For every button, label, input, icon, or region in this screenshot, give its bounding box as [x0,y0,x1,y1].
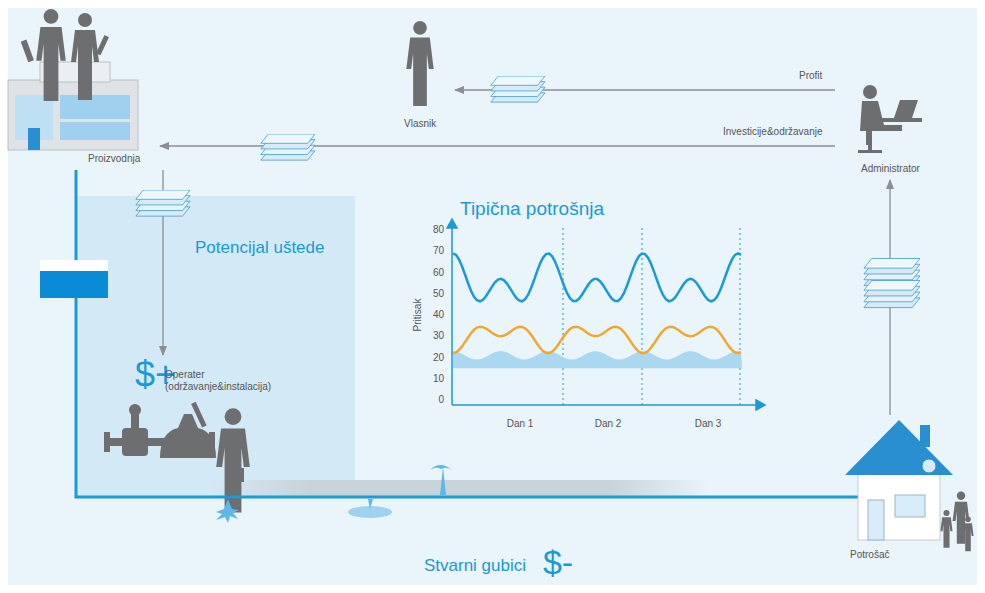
tick-label: 0 [438,394,444,406]
node-sublabel: Operater (održavanje&instalacija) [165,369,283,393]
day-label: Dan 3 [695,418,722,430]
edge-label: Investicije&održavanje [723,126,823,138]
day-label: Dan 1 [507,418,534,430]
day-label: Dan 2 [595,418,622,430]
leaks [216,465,452,523]
operator-node: $+Operater (održavanje&instalacija) [115,355,287,485]
savings-region [75,196,355,497]
consumer-node: Potrošač [835,415,980,570]
node-label: Proizvodnja [88,153,140,165]
pressure-curve [453,253,741,301]
tick-label: 20 [433,352,444,364]
meter-fill [40,271,108,298]
edge-label: Profit [799,70,822,82]
owner-node: Vlasnik [385,15,455,135]
loss-label: $- [543,545,573,579]
money-icon [491,76,545,102]
tick-label: 40 [433,309,444,321]
admin-node: Administrator [835,75,945,180]
pipe-shade [210,480,710,497]
node-label: Potencijal uštede [195,238,324,258]
pressure-curve [453,327,741,354]
tick-label: 70 [433,245,444,257]
tick-label: 10 [433,373,444,385]
tick-label: 60 [433,267,444,279]
node-label: Vlasnik [404,118,436,130]
background [8,8,977,585]
node-label: Potrošač [850,549,889,561]
savings-region: Potencijal uštede $+Operater (održavanje&… [75,196,355,497]
chart-title: Tipična potrošnja [460,198,604,221]
meter-box [40,260,108,298]
money-icon [261,134,315,160]
factory [8,9,138,150]
chart-curves [453,253,742,368]
chart-axes [447,219,765,410]
node-label: Administrator [861,163,920,175]
tick-label: 30 [433,330,444,342]
owner-figure [406,21,433,106]
tick-label: 50 [433,288,444,300]
money-icon [136,190,190,216]
money-icon [864,281,920,308]
water-pipe [76,170,835,497]
house [845,420,974,551]
loss-label: Stvarni gubici [424,556,526,576]
admin-figure [858,85,922,153]
money-flow-arrow [160,145,835,146]
factory-node: Proizvodnja [10,5,160,170]
base-band [453,351,742,368]
tick-label: 80 [433,224,444,236]
axis-title: Pritisak [412,299,424,332]
